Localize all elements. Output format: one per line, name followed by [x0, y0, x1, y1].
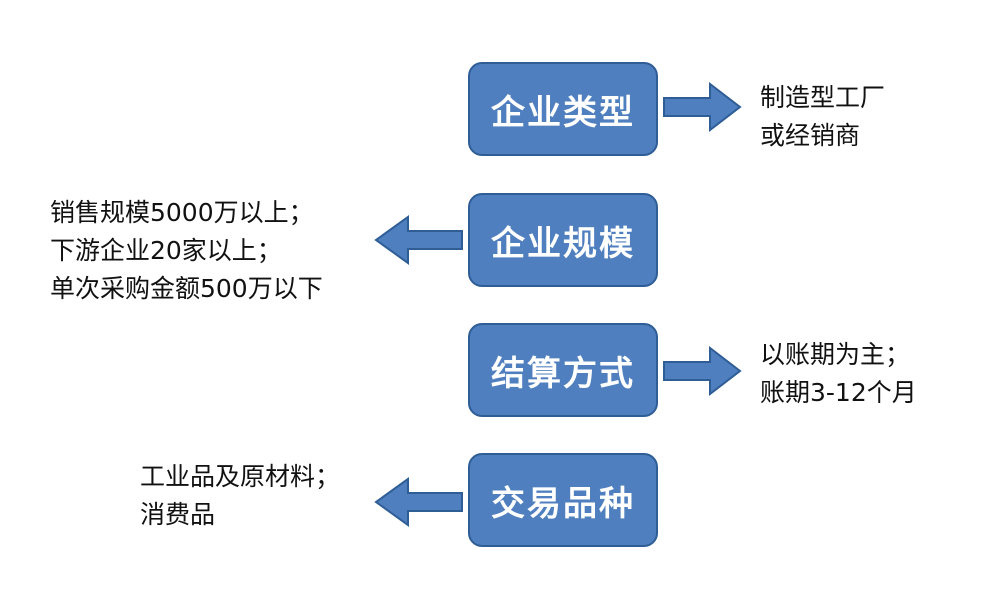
arrow-left-enterprise-scale [374, 215, 463, 265]
note-enterprise-type-line-1: 制造型工厂 [760, 83, 886, 112]
box-trade-goods: 交易品种 [468, 453, 658, 547]
note-trade-goods-line-2: 消费品 [140, 500, 216, 529]
note-enterprise-scale-line-1: 销售规模5000万以上； [50, 198, 314, 227]
note-enterprise-type-line-2: 或经销商 [760, 121, 861, 150]
note-enterprise-scale-line-2: 下游企业20家以上； [50, 236, 282, 265]
arrow-right-settlement [663, 346, 742, 396]
box-enterprise-scale-label: 企业规模 [491, 223, 635, 264]
box-settlement: 结算方式 [468, 323, 658, 417]
note-settlement: 以账期为主； 账期3-12个月 [760, 336, 917, 412]
note-enterprise-scale-line-3: 单次采购金额500万以下 [50, 274, 323, 303]
note-enterprise-scale: 销售规模5000万以上； 下游企业20家以上； 单次采购金额500万以下 [50, 194, 323, 308]
note-enterprise-type: 制造型工厂 或经销商 [760, 79, 885, 155]
box-enterprise-scale: 企业规模 [468, 193, 658, 287]
note-settlement-line-2: 账期3-12个月 [760, 378, 917, 407]
note-trade-goods-line-1: 工业品及原材料； [140, 462, 341, 491]
arrow-right-enterprise-type [663, 82, 742, 132]
box-enterprise-type: 企业类型 [468, 62, 658, 156]
arrow-left-trade-goods [374, 477, 463, 527]
note-trade-goods: 工业品及原材料； 消费品 [140, 458, 340, 534]
note-settlement-line-1: 以账期为主； [760, 340, 911, 369]
box-trade-goods-label: 交易品种 [491, 483, 635, 524]
box-enterprise-type-label: 企业类型 [491, 92, 635, 133]
box-settlement-label: 结算方式 [491, 353, 635, 394]
